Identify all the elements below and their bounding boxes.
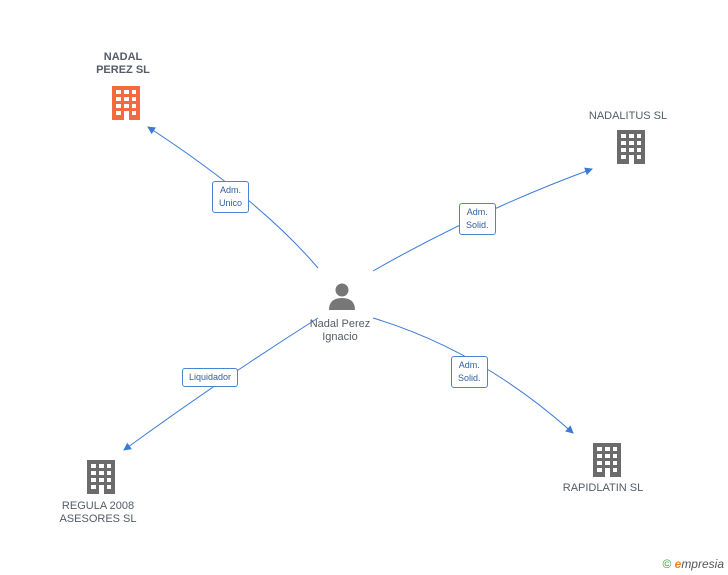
role-label-regula: Liquidador: [182, 368, 239, 387]
building-icon[interactable]: [615, 130, 647, 169]
brand-e: e: [674, 557, 682, 571]
company-name-rapidlatin[interactable]: RAPIDLATIN SL: [562, 482, 644, 494]
role-label-nadal-perez: Adm. Unico: [212, 181, 250, 213]
building-icon[interactable]: [591, 443, 623, 482]
copyright-footer: © empresia: [662, 557, 724, 571]
person-name[interactable]: Nadal Perez Ignacio: [309, 318, 371, 343]
role-label-nadalitus: Adm. Solid.: [459, 203, 496, 235]
role-label-rapidlatin: Adm. Solid.: [451, 356, 488, 388]
copyright-symbol: ©: [662, 557, 672, 571]
building-icon[interactable]: [85, 460, 117, 499]
brand-rest: mpresia: [681, 557, 724, 571]
company-name-regula[interactable]: REGULA 2008 ASESORES SL: [59, 500, 137, 525]
company-name-nadalitus[interactable]: NADALITUS SL: [588, 110, 668, 122]
person-icon[interactable]: [328, 282, 356, 315]
company-name-nadal-perez[interactable]: NADAL PEREZ SL: [96, 51, 150, 76]
empresia-logo[interactable]: empresia: [675, 557, 724, 571]
building-icon[interactable]: [110, 86, 142, 125]
